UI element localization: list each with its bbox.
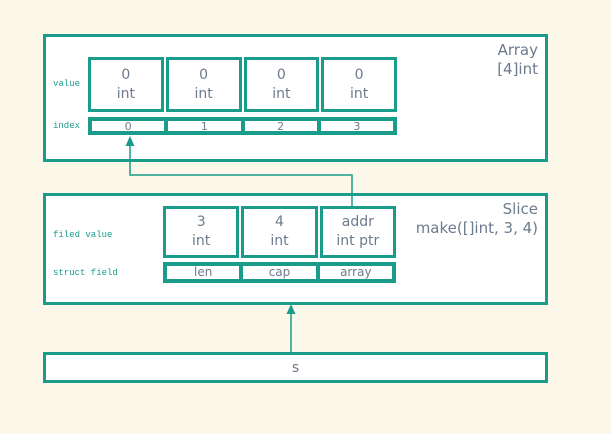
- slice-field-len-value: 3: [196, 214, 206, 230]
- array-index-1: 1: [168, 121, 241, 132]
- array-index-3: 3: [320, 121, 393, 132]
- array-value-cells: 0 int 0 int 0 int 0 int: [88, 57, 397, 112]
- array-cell-0-value: 0: [121, 66, 131, 83]
- array-title-line1: Array: [497, 41, 538, 59]
- array-cell-2-type: int: [272, 85, 291, 102]
- struct-field-cap: cap: [243, 266, 316, 279]
- array-cell-3: 0 int: [321, 57, 397, 112]
- slice-box: Slice make([]int, 3, 4) filed value 3 in…: [43, 193, 548, 305]
- array-cell-3-value: 0: [354, 66, 364, 83]
- array-box: Array [4]int value 0 int 0 int 0 int 0 i…: [43, 34, 548, 162]
- slice-field-cells: 3 int 4 int addr int ptr: [163, 206, 396, 258]
- slice-title-line2: make([]int, 3, 4): [415, 219, 538, 237]
- array-title-line2: [4]int: [497, 60, 538, 78]
- struct-field-len: len: [167, 266, 240, 279]
- slice-title-line1: Slice: [502, 200, 538, 218]
- array-cell-0: 0 int: [88, 57, 164, 112]
- slice-field-cap-type: int: [270, 233, 289, 249]
- pointer-arrow-s-to-slice: [286, 304, 296, 352]
- slice-field-len-type: int: [192, 233, 211, 249]
- slice-title: Slice make([]int, 3, 4): [416, 200, 538, 238]
- slice-field-cap: 4 int: [241, 206, 318, 258]
- slice-field-cap-value: 4: [275, 214, 284, 230]
- slice-field-array: addr int ptr: [319, 206, 396, 258]
- slice-field-array-value: addr: [341, 214, 374, 230]
- array-index-strip: 0 1 2 3: [88, 117, 397, 135]
- array-index-row-label: index: [53, 121, 81, 131]
- array-cell-2: 0 int: [243, 57, 320, 112]
- slice-field-value-row-label: filed value: [53, 230, 113, 240]
- array-cell-3-type: int: [349, 85, 369, 102]
- array-cell-0-type: int: [116, 85, 135, 102]
- s-variable-label: s: [291, 359, 300, 376]
- array-cell-2-value: 0: [276, 66, 286, 83]
- array-value-row-label: value: [53, 79, 81, 89]
- slice-field-len: 3 int: [163, 206, 240, 258]
- struct-field-array: array: [319, 266, 392, 279]
- array-cell-1-type: int: [194, 85, 213, 102]
- slice-field-array-type: int ptr: [336, 233, 380, 249]
- array-title: Array [4]int: [497, 41, 538, 79]
- slice-struct-field-row-label: struct field: [53, 268, 118, 278]
- slice-struct-strip: len cap array: [163, 262, 396, 283]
- array-index-0: 0: [92, 121, 165, 132]
- array-index-2: 2: [244, 121, 317, 132]
- array-cell-1: 0 int: [165, 57, 242, 112]
- s-variable-box: s: [43, 352, 548, 383]
- array-cell-1-value: 0: [199, 66, 209, 83]
